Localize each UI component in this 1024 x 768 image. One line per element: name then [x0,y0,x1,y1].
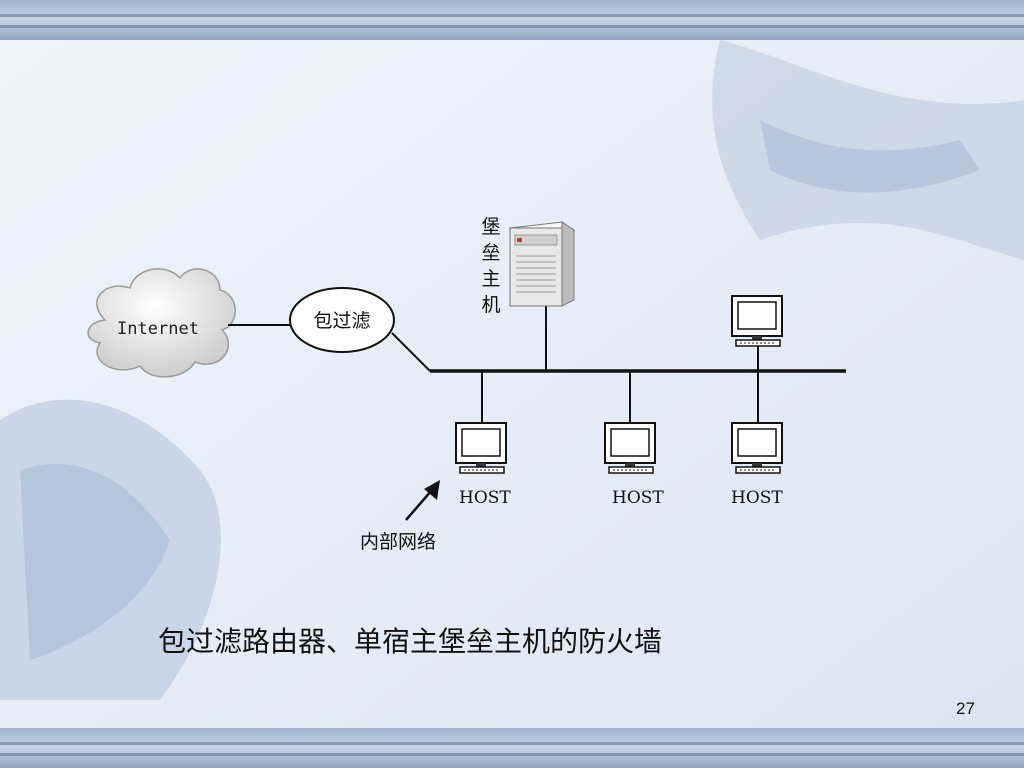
bastion-label-char: 堡 [481,216,501,238]
host-2-computer-icon [604,422,656,474]
workstation-icon [731,295,783,347]
bastion-label-char: 垒 [481,242,501,264]
host-1-label: HOST [459,488,511,508]
internal-network-arrow-icon [405,480,440,521]
bastion-server-icon [508,221,576,307]
slide-caption: 包过滤路由器、单宿主堡垒主机的防火墙 [158,625,663,658]
packet-filter-label: 包过滤 [313,310,370,332]
internal-network-label: 内部网络 [360,531,437,553]
host-2-label: HOST [612,488,664,508]
bastion-host-label: 堡 垒 主 机 [479,214,503,318]
internet-label: Internet [117,319,199,339]
bastion-label-char: 主 [481,268,501,290]
host-3-computer-icon [731,422,783,474]
host-3-label: HOST [731,488,783,508]
bastion-label-char: 机 [481,294,501,316]
filter-to-lan-link [391,332,431,372]
host-1-computer-icon [455,422,507,474]
page-number: 27 [956,699,975,718]
packet-filter-router [289,287,395,353]
internet-cloud [87,268,236,378]
